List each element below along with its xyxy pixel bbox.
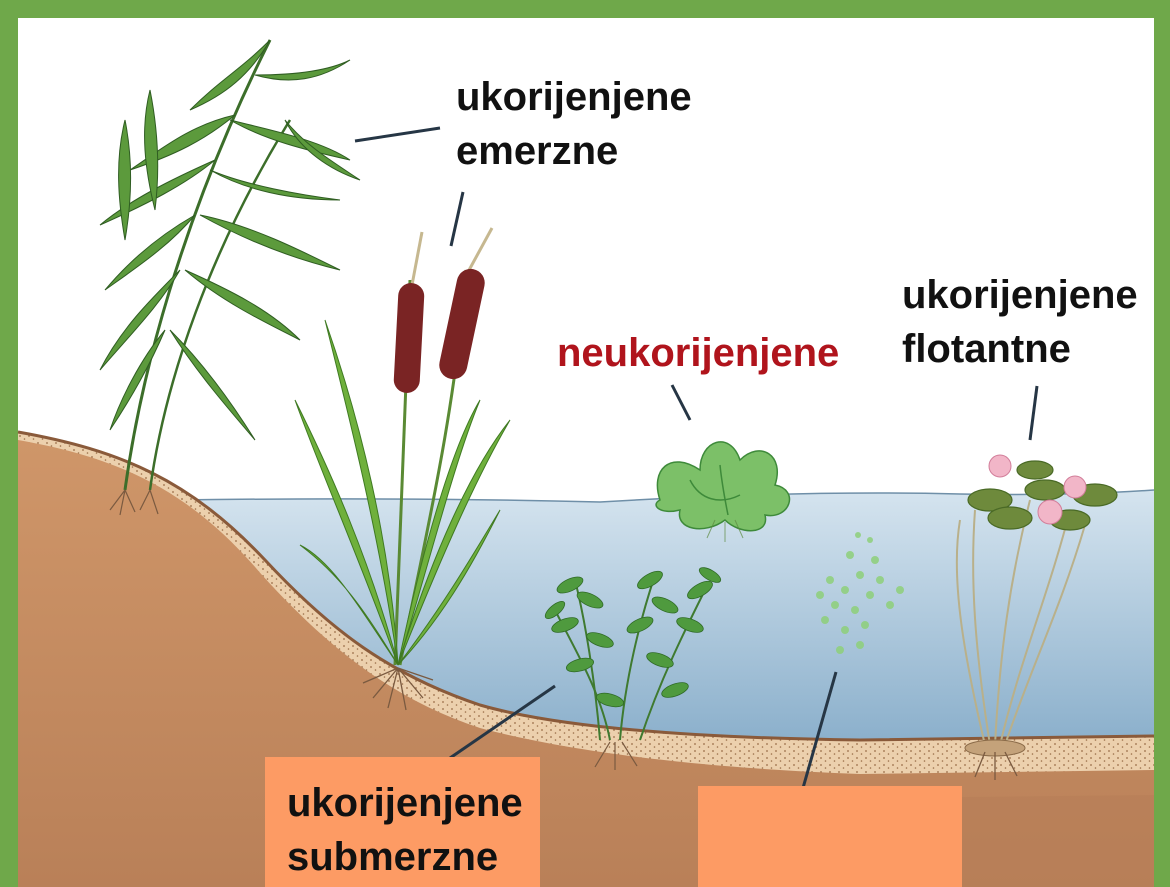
lily-flower [989,455,1011,477]
label-submerzne: ukorijenjene submerzne [287,776,523,884]
label-emerzne-line1: ukorijenjene [456,70,692,124]
label-neukorijenjene: neukorijenjene [557,326,839,380]
lily-flower [1064,476,1086,498]
lily-flower [1038,500,1062,524]
label-flotantne: ukorijenjene flotantne [902,268,1138,376]
label-box-empty [698,786,962,887]
label-submerzne-line2: submerzne [287,830,523,884]
label-flotantne-line2: flotantne [902,322,1138,376]
label-submerzne-line1: ukorijenjene [287,776,523,830]
label-emerzne-line2: emerzne [456,124,692,178]
label-flotantne-line1: ukorijenjene [902,268,1138,322]
label-emerzne: ukorijenjene emerzne [456,70,692,178]
